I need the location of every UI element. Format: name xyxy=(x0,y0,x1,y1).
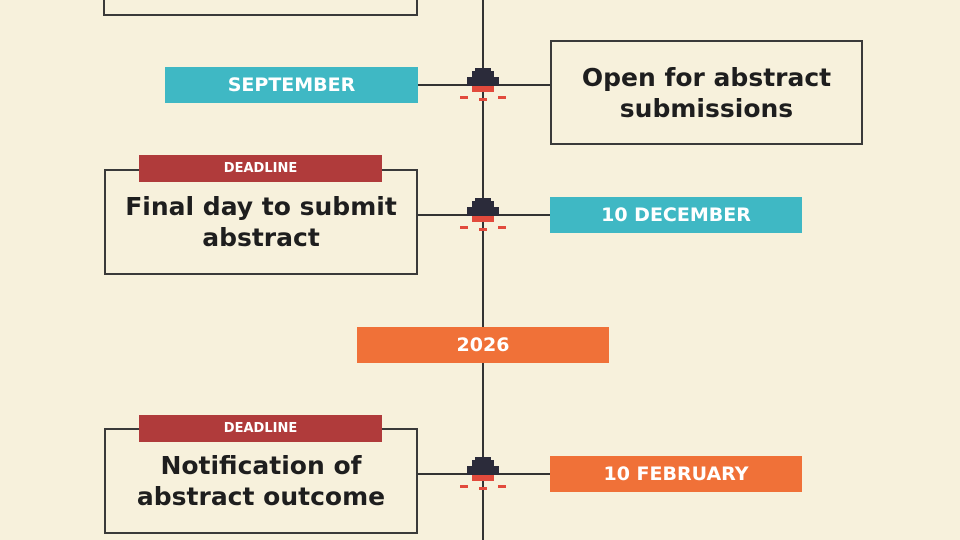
tag-label: DEADLINE xyxy=(223,161,298,176)
milestone-node-icon xyxy=(460,68,506,101)
date-banner-10-february: 10 FEBRUARY xyxy=(550,456,802,492)
connector-left xyxy=(418,214,482,216)
event-box-final-day: Final day to submit abstract xyxy=(104,169,418,275)
event-title: Final day to submit abstract xyxy=(125,192,397,252)
year-marker: 2026 xyxy=(357,327,609,363)
event-title: Open for abstract submissions xyxy=(581,62,832,123)
deadline-tag: DEADLINE xyxy=(139,415,382,442)
event-box-notification: Notification of abstract outcome xyxy=(104,428,418,534)
event-box-previous xyxy=(103,0,418,16)
timeline-spine xyxy=(482,0,484,540)
connector-right xyxy=(484,84,550,86)
year-label: 2026 xyxy=(456,334,510,356)
date-label: SEPTEMBER xyxy=(227,74,356,96)
date-label: 10 FEBRUARY xyxy=(603,463,749,485)
tag-label: DEADLINE xyxy=(223,421,298,436)
date-label: 10 DECEMBER xyxy=(601,204,751,226)
milestone-node-icon xyxy=(460,198,506,231)
date-banner-september: SEPTEMBER xyxy=(165,67,418,103)
event-title: Notification of abstract outcome xyxy=(136,451,386,511)
connector-left xyxy=(418,84,482,86)
deadline-tag: DEADLINE xyxy=(139,155,382,182)
connector-right xyxy=(484,473,550,475)
connector-left xyxy=(418,473,482,475)
event-box-open-submissions: Open for abstract submissions xyxy=(550,40,863,145)
connector-right xyxy=(484,214,550,216)
milestone-node-icon xyxy=(460,457,506,490)
date-banner-10-december: 10 DECEMBER xyxy=(550,197,802,233)
